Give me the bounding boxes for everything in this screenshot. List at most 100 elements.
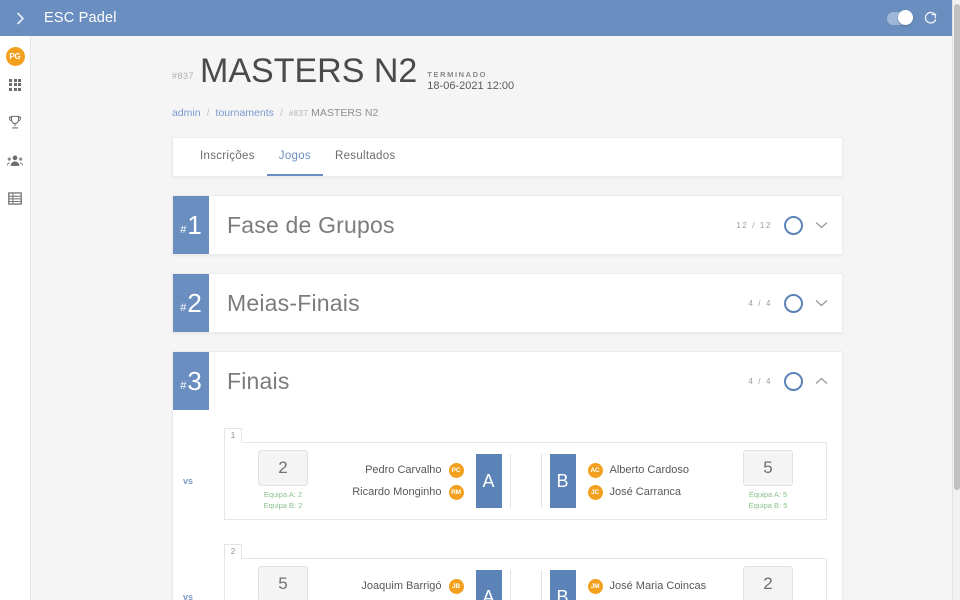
match-number[interactable]: 1 (224, 427, 242, 443)
phase-header-1[interactable]: Fase de Grupos 12 / 12 (209, 196, 842, 254)
left-equipa-b: Equipa B: 2 (263, 501, 303, 510)
chevron-up-icon (815, 377, 828, 384)
right-equipa-a: Equipa A: 5 (748, 490, 788, 500)
phase-number-badge: # 2 (173, 274, 209, 332)
team-a-score[interactable]: 5 (258, 566, 308, 600)
phase-number-badge: # 3 (173, 352, 209, 410)
phase-expand-toggle[interactable] (815, 299, 828, 307)
apps-grid-icon (9, 78, 21, 91)
player-avatar: AC (587, 462, 603, 478)
avatar[interactable]: PG (5, 47, 25, 66)
player-name: José Carranca (609, 486, 682, 498)
chevron-down-icon (815, 222, 828, 229)
status-badge: TERMINADO (427, 70, 488, 79)
player-avatar: PC (448, 462, 464, 478)
sidebar-item-tournaments[interactable] (0, 104, 31, 141)
team-b-players: AC Alberto Cardoso JC José Carranca (576, 462, 719, 500)
team-b-score[interactable]: 5 (743, 450, 794, 487)
phase-progress-count: 12 / 12 (736, 220, 772, 230)
page-header: #837 MASTERS N2 TERMINADO 18-06-2021 12:… (172, 36, 843, 97)
player-avatar: JM (587, 578, 603, 594)
breadcrumb-tournaments[interactable]: tournaments (215, 107, 274, 119)
match-number[interactable]: 2 (224, 543, 242, 559)
sidebar-item-players[interactable] (0, 142, 31, 179)
breadcrumb-current-label: MASTERS N2 (311, 107, 379, 119)
player-name: José Maria Coincas (609, 580, 707, 592)
dark-mode-toggle[interactable] (887, 10, 913, 25)
player-avatar: RM (448, 484, 464, 500)
breadcrumb-current-id: #837 (288, 109, 309, 118)
page-title: MASTERS N2 (200, 52, 418, 90)
divider (509, 454, 511, 508)
player-name: Ricardo Monginho (352, 486, 442, 498)
match-card: 2 Equipa A: 2 Equipa B: 2 Pedro Carvalho… (183, 442, 827, 520)
vertical-scrollbar[interactable] (952, 0, 960, 600)
player[interactable]: Pedro Carvalho PC (365, 462, 464, 478)
sidebar-expand-button[interactable] (4, 11, 36, 25)
team-b-players: JM José Maria Coincas JA João Amaral (576, 578, 719, 600)
phase-progress-ring (784, 293, 803, 313)
refresh-icon (924, 11, 937, 24)
player[interactable]: Ricardo Monginho RM (352, 484, 464, 500)
team-a-score[interactable]: 2 (258, 450, 308, 487)
player[interactable]: Joaquim Barrigó JB (361, 578, 464, 594)
table-icon (8, 192, 22, 205)
right-score-detail: Equipa A: 5 Equipa B: 5 (749, 490, 788, 512)
match-card: 5 Equipa A: 5 Equipa B: 5 Joaquim Barrig… (183, 558, 827, 600)
phase-hash: # (180, 380, 187, 392)
chevron-right-icon (16, 11, 24, 25)
left-score-cell: 5 Equipa A: 5 Equipa B: 5 (233, 566, 333, 600)
vs-label: vs (183, 476, 194, 486)
phase-header-2[interactable]: Meias-Finais 4 / 4 (209, 274, 842, 332)
breadcrumb: admin / tournaments / #837 MASTERS N2 (172, 107, 843, 119)
phase-number-badge: # 1 (173, 196, 209, 254)
phase-progress-ring (784, 371, 803, 391)
people-icon (7, 155, 23, 166)
phase-card-2: # 2 Meias-Finais 4 / 4 (172, 273, 843, 333)
player-name: Joaquim Barrigó (361, 580, 442, 592)
phase-name: Finais (227, 367, 290, 394)
team-a-badge: A (475, 570, 502, 600)
vs-label: vs (183, 592, 194, 600)
phase-expand-toggle[interactable] (815, 221, 828, 229)
phase-content-3: Finais 4 / 4 1 (183, 352, 842, 600)
player-name: Pedro Carvalho (365, 464, 442, 476)
versus-block: A vs vs B (183, 570, 576, 600)
player[interactable]: JM José Maria Coincas (587, 578, 707, 594)
refresh-button[interactable] (923, 11, 938, 26)
scrollbar-thumb[interactable] (954, 4, 960, 490)
team-b-badge: B (549, 570, 576, 600)
page-container: #837 MASTERS N2 TERMINADO 18-06-2021 12:… (31, 36, 952, 600)
tab-inscricoes[interactable]: Inscrições (200, 150, 255, 162)
topbar-actions (887, 10, 952, 26)
phase-name: Fase de Grupos (227, 211, 395, 238)
left-nav-rail: PG (0, 36, 31, 600)
divider (540, 570, 542, 600)
phase-meta: 4 / 4 (748, 371, 842, 391)
right-score-cell: 2 Equipa A: 2 Equipa B: 2 (718, 566, 818, 600)
phase-header-3[interactable]: Finais 4 / 4 (209, 352, 842, 410)
tab-jogos[interactable]: Jogos (266, 138, 323, 176)
left-score-cell: 2 Equipa A: 2 Equipa B: 2 (233, 450, 333, 512)
team-b-badge: B (549, 454, 576, 508)
breadcrumb-separator: / (279, 107, 283, 119)
tab-resultados[interactable]: Resultados (334, 150, 396, 162)
status-block: TERMINADO 18-06-2021 12:00 (427, 70, 514, 92)
phase-progress-count: 4 / 4 (748, 376, 772, 386)
phase-card-3: # 3 Finais 4 / 4 (172, 351, 843, 600)
match-row: 2 5 Equipa A: 5 Equipa B: 5 (183, 540, 827, 600)
breadcrumb-admin[interactable]: admin (172, 107, 201, 119)
phase-collapse-toggle[interactable] (815, 377, 828, 385)
team-b-score[interactable]: 2 (743, 566, 794, 600)
divider (540, 454, 542, 508)
sidebar-item-rankings[interactable] (0, 180, 31, 217)
right-equipa-b: Equipa B: 5 (748, 501, 788, 510)
top-app-bar: ESC Padel (0, 0, 952, 36)
sidebar-item-apps[interactable] (0, 66, 31, 103)
team-a-players: Joaquim Barrigó JB Joaquim Roque JR (333, 578, 476, 600)
player[interactable]: AC Alberto Cardoso (587, 462, 689, 478)
app-title: ESC Padel (44, 10, 117, 26)
breadcrumb-current: #837 MASTERS N2 (289, 107, 378, 119)
versus-block: A vs vs B (183, 454, 576, 508)
player[interactable]: JC José Carranca (587, 484, 682, 500)
